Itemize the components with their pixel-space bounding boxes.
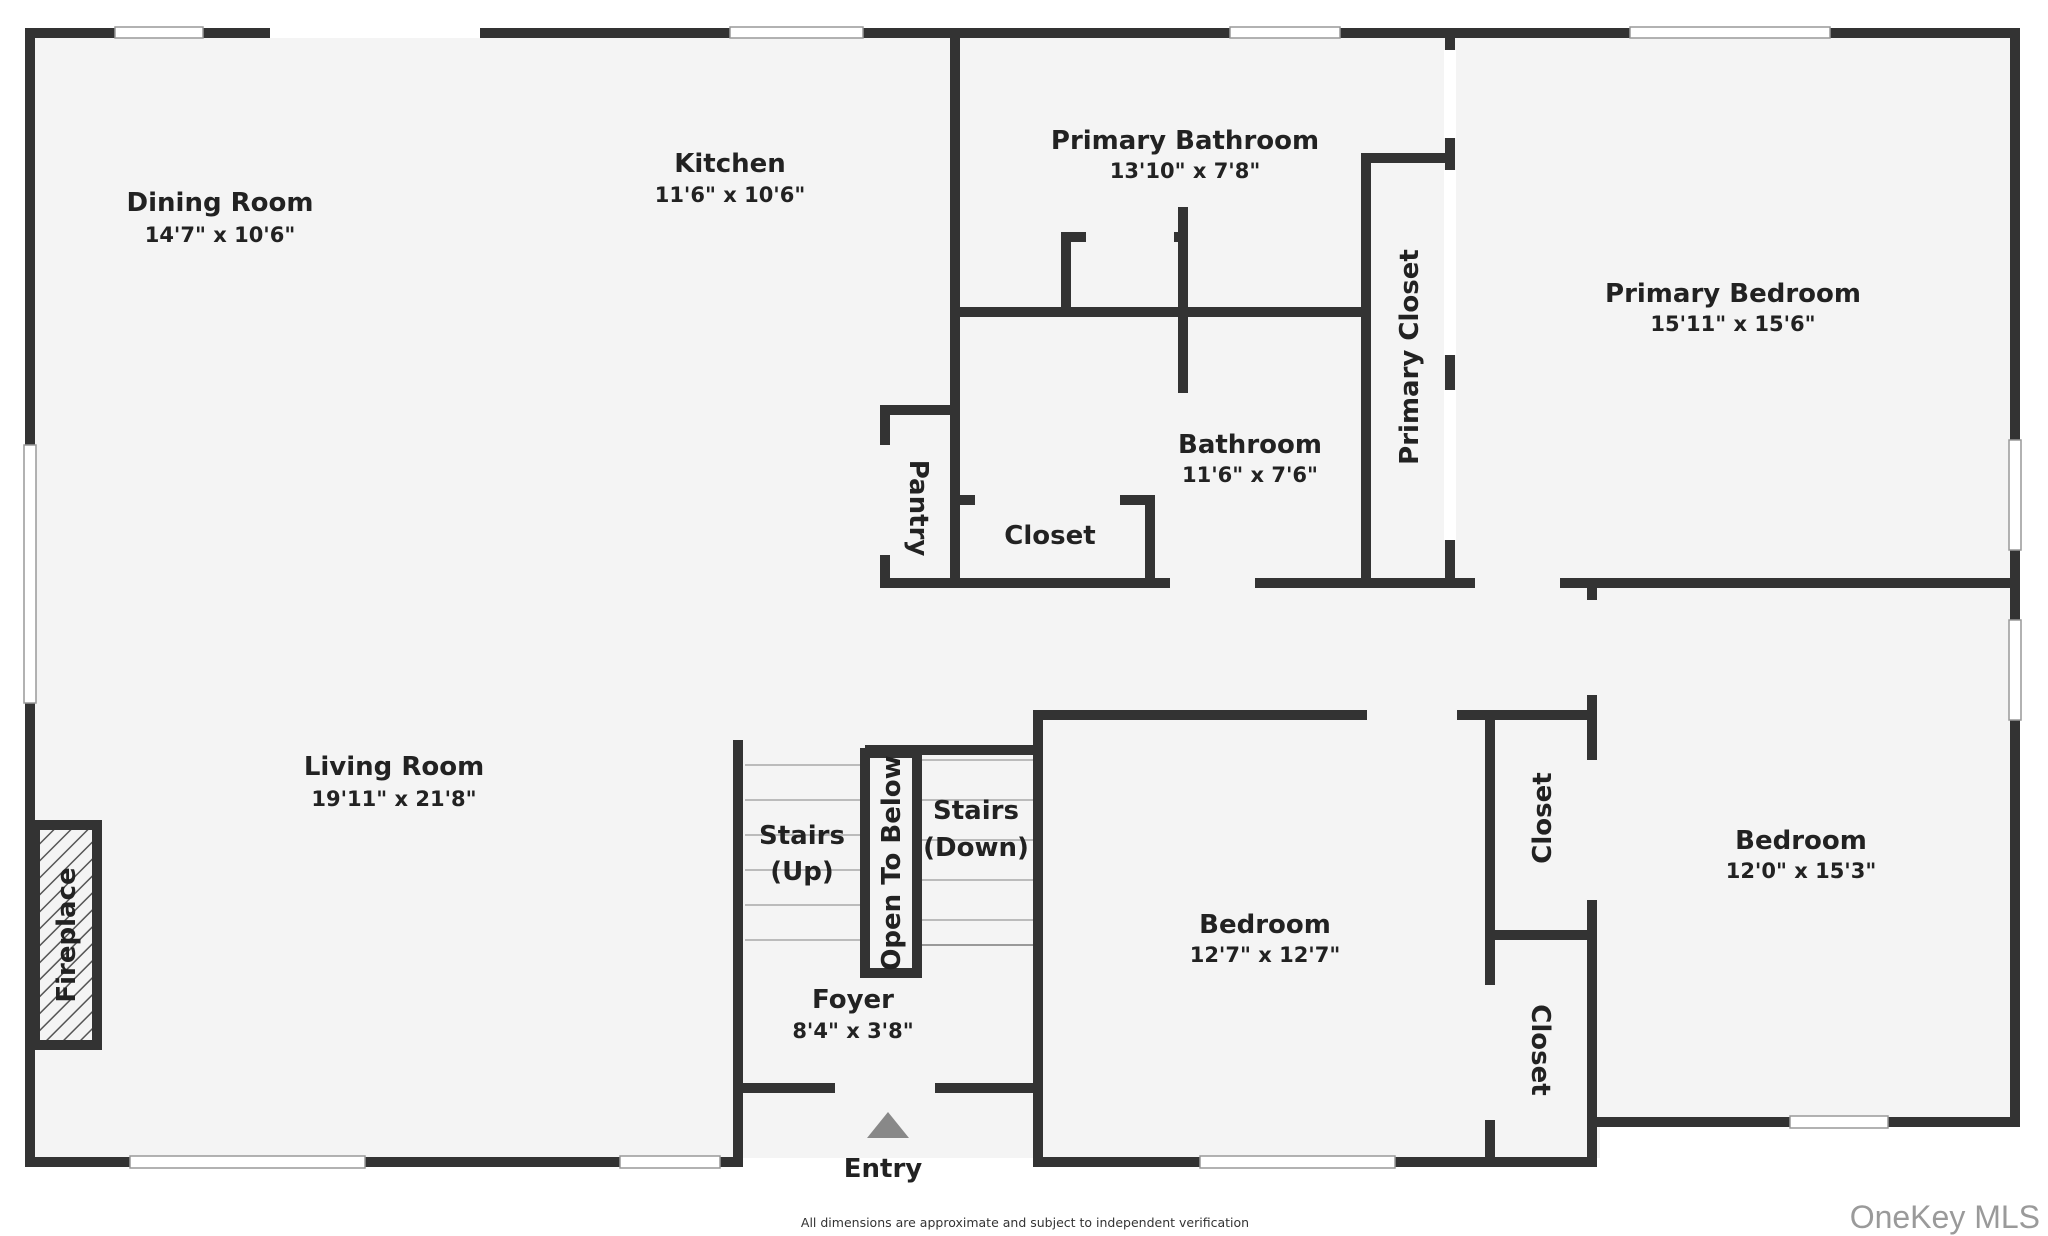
closet-upper-name: Closet: [1528, 772, 1558, 863]
stairs-down-line2: (Down): [923, 833, 1029, 863]
outer-wall: [25, 28, 2020, 1167]
stair-treads: [745, 759, 1033, 946]
disclaimer-text: All dimensions are approximate and subje…: [801, 1215, 1249, 1230]
pantry-name: Pantry: [903, 460, 933, 557]
foyer-name: Foyer: [812, 985, 894, 1015]
doorway: [1086, 231, 1174, 243]
window: [2008, 619, 2022, 721]
doorway: [1484, 985, 1496, 1120]
entry-label: Entry: [844, 1154, 923, 1184]
primary-bedroom-dims: 15'11" x 15'6": [1650, 312, 1815, 336]
window: [619, 1155, 721, 1169]
living-room-name: Living Room: [304, 752, 484, 782]
stairs-up-line1: Stairs: [759, 821, 845, 851]
window: [114, 26, 204, 39]
doorway: [1475, 577, 1560, 589]
primary-bedroom-name: Primary Bedroom: [1605, 279, 1861, 309]
closet-hall-name: Closet: [1004, 521, 1095, 551]
closet-lower-name: Closet: [1525, 1004, 1555, 1095]
windows: [23, 26, 2022, 1169]
window: [1789, 1115, 1889, 1129]
floor-fill: [30, 33, 2015, 1158]
doorway: [1586, 600, 1598, 695]
window: [129, 1155, 366, 1169]
window: [2008, 439, 2022, 551]
fireplace-frame: [30, 820, 102, 1050]
foyer-dims: 8'4" x 3'8": [792, 1019, 913, 1043]
primary-closet-name: Primary Closet: [1395, 249, 1425, 465]
doorway: [1586, 760, 1598, 900]
open-to-below-frame: [860, 748, 922, 978]
primary-bathroom-dims: 13'10" x 7'8": [1110, 159, 1261, 183]
doorway: [880, 445, 892, 555]
bedroom-right-name: Bedroom: [1735, 826, 1867, 856]
bedroom-center-name: Bedroom: [1199, 910, 1331, 940]
primary-bathroom-name: Primary Bathroom: [1051, 126, 1319, 156]
doorway: [975, 494, 1120, 506]
bedroom-right-dims: 12'0" x 15'3": [1726, 859, 1877, 883]
doorways: [835, 231, 1598, 1120]
window: [1444, 390, 1456, 540]
stairs-down-line1: Stairs: [933, 796, 1019, 826]
doorway: [1170, 577, 1255, 589]
window: [1444, 170, 1456, 355]
bathroom-name: Bathroom: [1178, 430, 1322, 460]
dining-room-name: Dining Room: [127, 188, 314, 218]
open-to-below-name: Open To Below: [877, 755, 907, 970]
room-labels: Dining Room 14'7" x 10'6" Kitchen 11'6" …: [52, 126, 1876, 1230]
watermark: OneKey MLS: [1850, 1199, 2040, 1235]
kitchen-dims: 11'6" x 10'6": [655, 183, 806, 207]
doorway: [835, 1082, 935, 1094]
window: [23, 444, 37, 704]
walls: [25, 28, 2020, 1167]
window: [270, 28, 480, 38]
living-room-dims: 19'11" x 21'8": [311, 787, 476, 811]
entry-arrow-icon: [867, 1112, 909, 1138]
bedroom-center-dims: 12'7" x 12'7": [1190, 943, 1341, 967]
dining-room-dims: 14'7" x 10'6": [145, 223, 296, 247]
fireplace-name: Fireplace: [52, 867, 82, 1002]
kitchen-name: Kitchen: [674, 149, 786, 179]
window: [1229, 26, 1341, 39]
window: [1629, 26, 1831, 39]
window: [1199, 1155, 1396, 1169]
doorway: [1367, 709, 1457, 721]
window: [1444, 50, 1456, 138]
bathroom-dims: 11'6" x 7'6": [1182, 463, 1318, 487]
window: [729, 26, 864, 39]
stairs-up-line2: (Up): [770, 857, 834, 887]
